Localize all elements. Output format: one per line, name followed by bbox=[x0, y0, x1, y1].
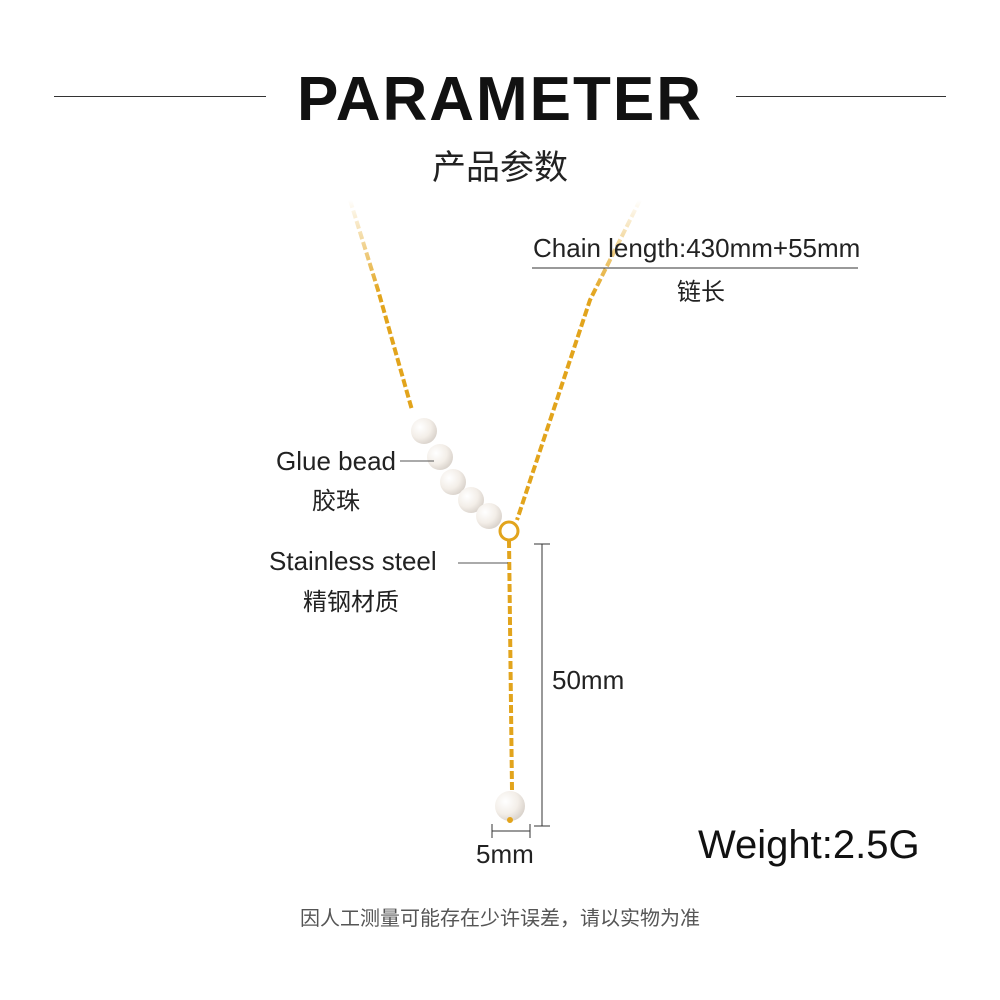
bead-size-label: 5mm bbox=[476, 839, 534, 869]
measurement-note: 因人工测量可能存在少许误差，请以实物为准 bbox=[300, 908, 700, 930]
title-divider-left bbox=[54, 96, 266, 97]
chain-length-cn: 链长 bbox=[677, 279, 725, 306]
drop-pearl bbox=[495, 791, 525, 821]
page-subtitle: 产品参数 bbox=[432, 149, 568, 187]
material-label: Stainless steel bbox=[269, 546, 437, 576]
right-chain bbox=[515, 199, 642, 521]
glue-bead-label: Glue bead bbox=[276, 446, 396, 476]
glue-bead-cn: 胶珠 bbox=[312, 488, 360, 515]
title-divider-right bbox=[736, 96, 946, 97]
weight-label: Weight:2.5G bbox=[698, 823, 920, 867]
drop-chain bbox=[507, 539, 514, 791]
glue-beads bbox=[411, 418, 502, 529]
page-title: PARAMETER bbox=[296, 65, 704, 134]
material-cn: 精钢材质 bbox=[303, 589, 399, 616]
connector-ring bbox=[498, 520, 520, 542]
drop-length-label: 50mm bbox=[552, 665, 625, 695]
chain-length-label: Chain length:430mm+55mm bbox=[533, 233, 861, 263]
left-chain bbox=[348, 199, 414, 411]
